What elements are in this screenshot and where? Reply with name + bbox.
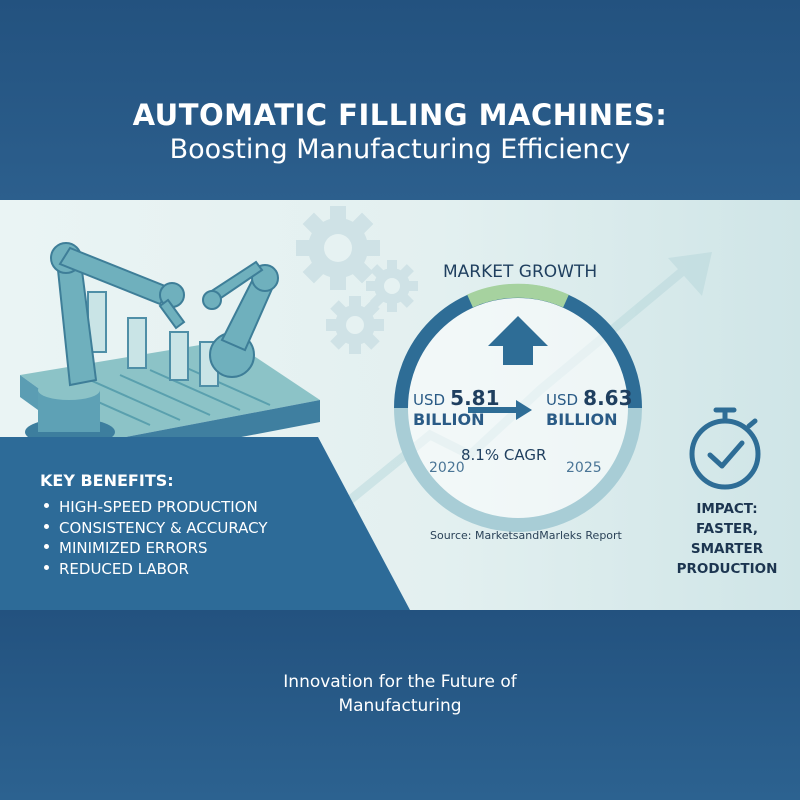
robot-arm-icon — [50, 242, 279, 387]
key-benefits-title: KEY BENEFITS: — [40, 471, 174, 490]
header-band — [0, 0, 800, 200]
source-note: Source: MarketsandMarleks Report — [430, 529, 622, 542]
bullet-icon — [44, 564, 49, 570]
list-item: REDUCED LABOR — [44, 559, 268, 580]
key-benefits-list: HIGH-SPEED PRODUCTION CONSISTENCY & ACCU… — [44, 497, 268, 579]
right-arrow-icon — [468, 400, 532, 420]
list-item: CONSISTENCY & ACCURACY — [44, 518, 268, 539]
bullet-icon — [44, 523, 49, 529]
impact-text: IMPACT: FASTER, SMARTER PRODUCTION — [676, 501, 778, 577]
bullet-icon — [44, 544, 49, 549]
illustration — [0, 206, 761, 610]
gear-icon — [296, 206, 418, 354]
start-value: USD 5.81 BILLION — [413, 386, 500, 429]
page-subtitle: Boosting Manufacturing Efficiency — [169, 134, 631, 165]
stopwatch-check-icon — [689, 407, 761, 490]
cagr-label: 8.1% CAGR — [461, 446, 547, 464]
content-panel — [0, 200, 800, 610]
list-item: HIGH-SPEED PRODUCTION — [44, 497, 268, 518]
benefits-band — [0, 437, 410, 610]
list-item: MINIMIZED ERRORS — [44, 538, 268, 559]
bullet-icon — [44, 503, 49, 508]
end-value: USD 8.63 BILLION — [546, 386, 633, 429]
start-year: 2020 — [429, 460, 465, 476]
end-year: 2025 — [566, 460, 602, 476]
page-title: AUTOMATIC FILLING MACHINES: — [132, 98, 668, 132]
footer-band — [0, 610, 800, 800]
tagline: Innovation for the Future of Manufacturi… — [283, 672, 517, 716]
up-arrow-icon — [488, 316, 548, 365]
